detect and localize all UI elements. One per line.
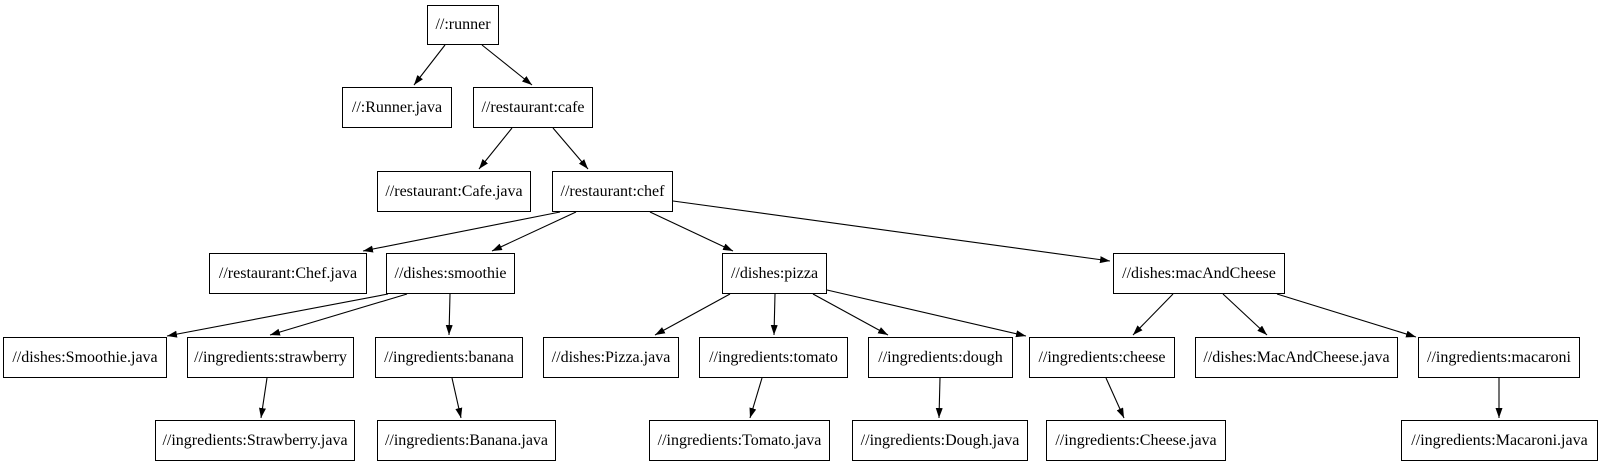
- edge-strawberry-to-strawberry-java: [259, 377, 268, 419]
- edge-smoothie-to-strawberry: [269, 293, 408, 336]
- edge-macandcheese-to-cheese: [1132, 293, 1174, 336]
- edge-pizza-to-cheese: [826, 289, 1027, 338]
- node-macaroni-java: //ingredients:Macaroni.java: [1401, 420, 1598, 461]
- node-smoothie: //dishes:smoothie: [386, 253, 515, 294]
- node-chef-java: //restaurant:Chef.java: [209, 253, 367, 294]
- edge-chef-to-macandcheese: [672, 200, 1111, 264]
- node-banana: //ingredients:banana: [375, 337, 523, 378]
- edge-smoothie-to-banana: [445, 293, 453, 336]
- node-strawberry-java: //ingredients:Strawberry.java: [155, 420, 355, 461]
- node-cheese-java: //ingredients:Cheese.java: [1046, 420, 1226, 461]
- node-macandcheese-java: //dishes:MacAndCheese.java: [1195, 337, 1398, 378]
- edge-cafe-to-chef: [552, 127, 589, 170]
- edge-runner-to-runner-java: [413, 44, 446, 86]
- node-strawberry: //ingredients:strawberry: [187, 337, 354, 378]
- edge-chef-to-chef-java: [362, 211, 561, 253]
- node-pizza-java: //dishes:Pizza.java: [543, 337, 679, 378]
- edge-pizza-to-dough: [812, 293, 889, 336]
- node-tomato: //ingredients:tomato: [699, 337, 848, 378]
- node-macandcheese: //dishes:macAndCheese: [1113, 253, 1285, 294]
- edge-macandcheese-to-macaroni: [1276, 293, 1417, 338]
- node-pizza: //dishes:pizza: [722, 253, 827, 294]
- node-runner: //:runner: [427, 5, 499, 45]
- node-macaroni: //ingredients:macaroni: [1418, 337, 1580, 378]
- node-dough-java: //ingredients:Dough.java: [852, 420, 1028, 461]
- node-dough: //ingredients:dough: [868, 337, 1013, 378]
- edge-pizza-to-pizza-java: [654, 293, 731, 336]
- node-cafe: //restaurant:cafe: [473, 87, 593, 128]
- node-runner-java: //:Runner.java: [342, 87, 452, 128]
- edge-chef-to-smoothie: [491, 211, 577, 252]
- node-banana-java: //ingredients:Banana.java: [377, 420, 556, 461]
- edge-smoothie-to-smoothie-java: [166, 293, 389, 338]
- node-smoothie-java: //dishes:Smoothie.java: [3, 337, 167, 378]
- node-cheese: //ingredients:cheese: [1029, 337, 1175, 378]
- node-chef: //restaurant:chef: [552, 171, 673, 212]
- edge-dough-to-dough-java: [935, 377, 943, 419]
- edge-cafe-to-cafe-java: [478, 127, 513, 170]
- edge-pizza-to-tomato: [770, 293, 778, 336]
- edge-chef-to-pizza: [649, 211, 734, 252]
- edge-banana-to-banana-java: [451, 377, 463, 419]
- node-tomato-java: //ingredients:Tomato.java: [649, 420, 830, 461]
- edge-tomato-to-tomato-java: [749, 377, 763, 419]
- edge-runner-to-cafe: [481, 44, 533, 86]
- edge-macandcheese-to-macandcheese-java: [1222, 293, 1268, 336]
- edge-cheese-to-cheese-java: [1105, 377, 1125, 419]
- node-cafe-java: //restaurant:Cafe.java: [377, 171, 531, 212]
